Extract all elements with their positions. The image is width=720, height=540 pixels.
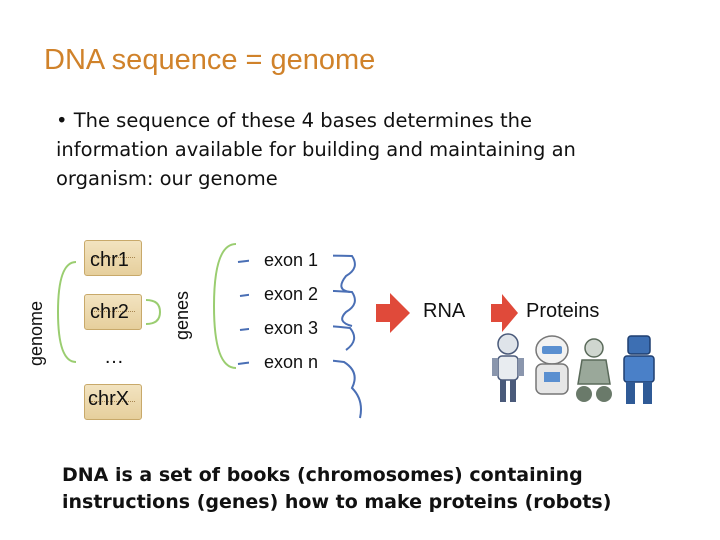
slide-title: DNA sequence = genome	[44, 44, 376, 76]
arrow-to-proteins-icon	[491, 294, 518, 332]
exon-3: exon 3	[249, 314, 333, 342]
chromosome-ellipsis: …	[104, 346, 124, 368]
book-chr1-icon	[84, 240, 142, 276]
robot-2-icon	[535, 335, 569, 395]
bullet-text: • The sequence of these 4 bases determin…	[56, 109, 576, 190]
book-chr2-icon	[84, 294, 142, 330]
proteins-label: Proteins	[526, 300, 600, 322]
book-chrx-icon	[84, 384, 142, 420]
chromosome-label-1: chr1	[90, 249, 129, 271]
exon-n: exon n	[249, 348, 333, 376]
chr2-bracket	[145, 299, 162, 325]
chromosome-label-2: chr2	[90, 301, 129, 323]
genome-bracket	[56, 261, 77, 363]
robot-1-icon	[492, 333, 524, 402]
exon-1: exon 1	[249, 246, 333, 274]
robot-4-icon	[623, 335, 655, 404]
chromosome-label-x: chrX	[88, 388, 130, 410]
caption-text: DNA is a set of books (chromosomes) cont…	[62, 464, 612, 513]
arrow-to-rna-icon	[376, 293, 410, 333]
rna-label: RNA	[423, 300, 466, 322]
robot-3-icon	[576, 338, 612, 402]
genes-bracket	[212, 243, 237, 369]
robots-image	[492, 333, 655, 404]
exon-2: exon 2	[249, 280, 333, 308]
